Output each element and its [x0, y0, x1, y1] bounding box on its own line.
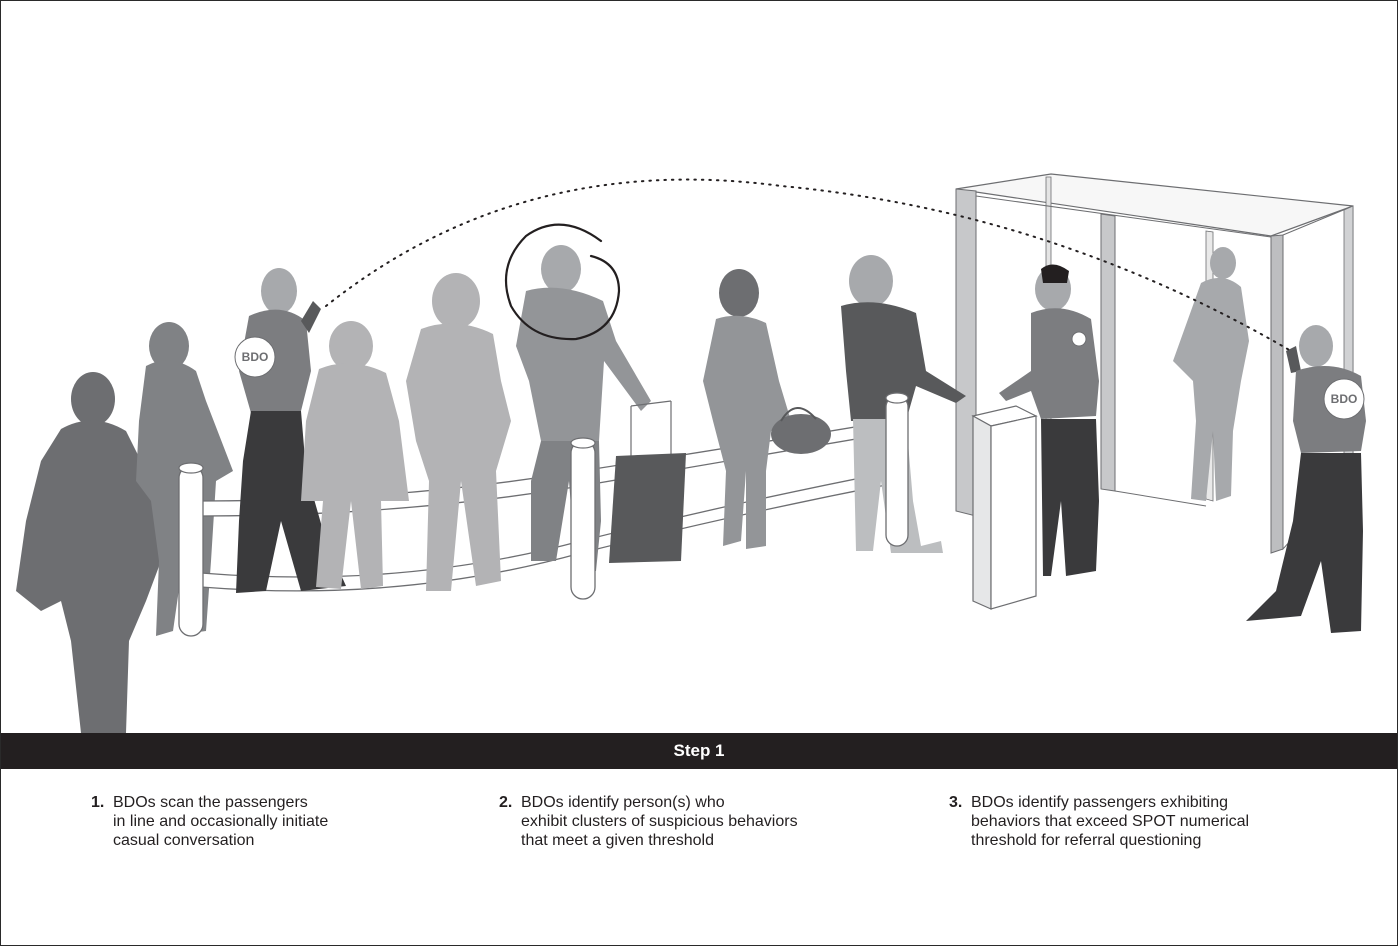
step-text-3: BDOs identify passengers exhibiting beha…	[971, 794, 1250, 849]
suspicion-circle-marker	[504, 223, 621, 341]
step-number-1: 1.	[91, 794, 105, 811]
duffel-bag	[771, 407, 831, 454]
step-text-1: BDOs scan the passengers in line and occ…	[113, 794, 329, 849]
observation-dotted-line	[325, 178, 1292, 352]
document-check-podium	[971, 405, 1038, 610]
bdo-officer-right: BDO	[1246, 325, 1366, 633]
passenger-in-portal	[1173, 247, 1249, 501]
passenger-silhouette-foreground	[16, 372, 161, 733]
step-number-3: 3.	[949, 794, 963, 811]
passenger-woman-light	[301, 321, 409, 589]
bdo-officer-left: BDO	[234, 268, 346, 593]
step-text-2: BDOs identify person(s) who exhibit clus…	[521, 794, 798, 849]
stanchion-posts	[178, 392, 909, 637]
bdo-badge-left: BDO	[242, 350, 269, 364]
step-number-2: 2.	[499, 794, 513, 811]
checkpoint-scene: BDO	[16, 173, 1366, 733]
bdo-badge-right: BDO	[1331, 392, 1358, 406]
passenger-woman-dark-hair	[703, 269, 791, 549]
passenger-man-tall-light	[406, 273, 511, 591]
step-bar: Step 1	[1, 733, 1397, 769]
rolling-suitcase	[609, 400, 686, 563]
document-checker-officer	[999, 264, 1099, 576]
